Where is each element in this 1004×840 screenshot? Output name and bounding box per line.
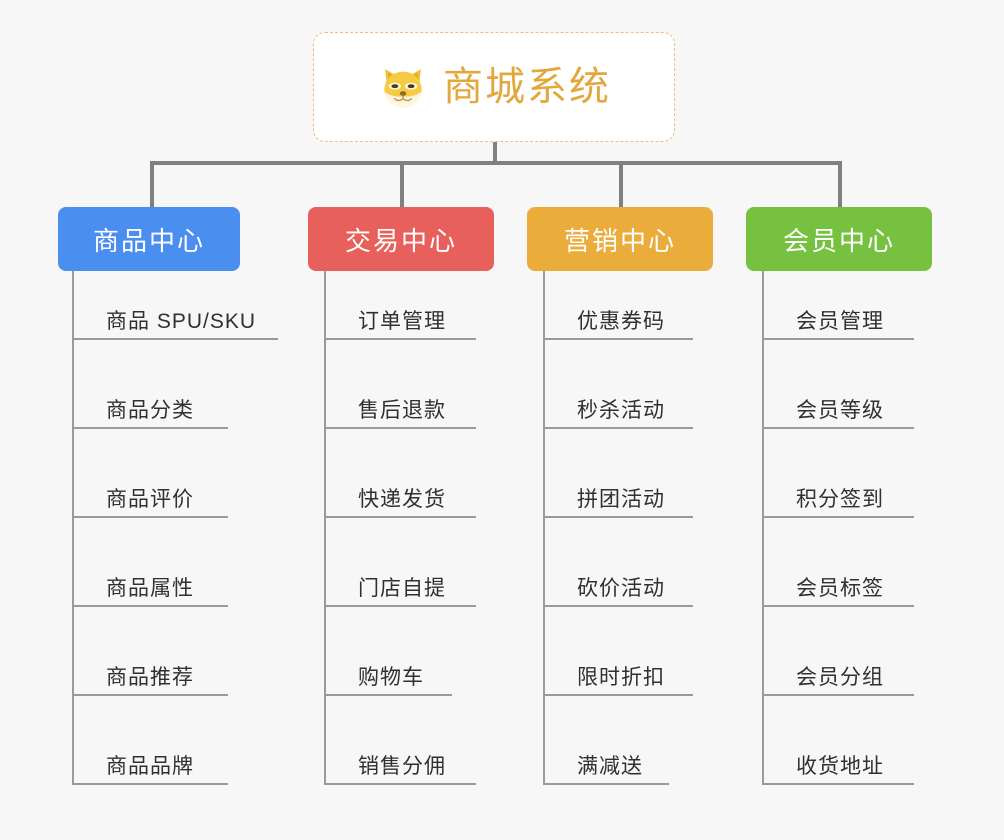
- leaf-trunk-line: [762, 271, 764, 785]
- leaf-item-label: 拼团活动: [577, 488, 665, 511]
- leaf-item-label: 商品推荐: [106, 666, 194, 689]
- leaf-item[interactable]: 商品推荐: [72, 652, 228, 696]
- root-title: 商城系统: [443, 65, 611, 109]
- category-label: 营销中心: [563, 225, 676, 256]
- leaf-item-label: 优惠券码: [577, 310, 665, 333]
- leaf-item[interactable]: 商品分类: [72, 385, 228, 429]
- leaf-item[interactable]: 积分签到: [762, 474, 914, 518]
- leaf-item-label: 秒杀活动: [577, 399, 665, 422]
- category-label: 会员中心: [782, 225, 895, 256]
- leaf-item-label: 会员管理: [796, 310, 884, 333]
- leaf-item-label: 限时折扣: [577, 666, 665, 689]
- category-box-3[interactable]: 营销中心: [527, 207, 713, 271]
- leaf-item[interactable]: 拼团活动: [543, 474, 693, 518]
- leaf-item[interactable]: 砍价活动: [543, 563, 693, 607]
- leaf-item-label: 快递发货: [358, 488, 446, 511]
- connector-horizontal-bus: [150, 161, 840, 165]
- leaf-item[interactable]: 优惠券码: [543, 296, 693, 340]
- leaf-item[interactable]: 秒杀活动: [543, 385, 693, 429]
- leaf-item[interactable]: 会员标签: [762, 563, 914, 607]
- leaf-item-label: 收货地址: [796, 755, 884, 778]
- leaf-item-label: 砍价活动: [577, 577, 665, 600]
- leaf-item-label: 会员标签: [796, 577, 884, 600]
- leaf-item[interactable]: 订单管理: [324, 296, 476, 340]
- leaf-item[interactable]: 快递发货: [324, 474, 476, 518]
- root-node[interactable]: 商城系统: [313, 32, 675, 142]
- leaf-item-label: 商品 SPU/SKU: [106, 310, 257, 333]
- leaf-item-label: 售后退款: [358, 399, 446, 422]
- leaf-item[interactable]: 售后退款: [324, 385, 476, 429]
- leaf-item[interactable]: 商品品牌: [72, 741, 228, 785]
- leaf-item[interactable]: 满减送: [543, 741, 669, 785]
- leaf-item[interactable]: 会员等级: [762, 385, 914, 429]
- connector-root-stem: [493, 142, 497, 164]
- leaf-item-label: 商品分类: [106, 399, 194, 422]
- leaf-trunk-line: [324, 271, 326, 785]
- category-box-1[interactable]: 商品中心: [58, 207, 240, 271]
- leaf-item-label: 商品属性: [106, 577, 194, 600]
- leaf-item-label: 购物车: [358, 666, 424, 689]
- shiba-dog-face-icon: [377, 61, 429, 113]
- connector-drop-4: [838, 161, 842, 207]
- leaf-item-label: 会员分组: [796, 666, 884, 689]
- connector-drop-1: [150, 161, 154, 207]
- leaf-item[interactable]: 收货地址: [762, 741, 914, 785]
- leaf-item[interactable]: 商品评价: [72, 474, 228, 518]
- leaf-item[interactable]: 商品属性: [72, 563, 228, 607]
- leaf-item[interactable]: 商品 SPU/SKU: [72, 296, 278, 340]
- category-label: 交易中心: [344, 225, 457, 256]
- category-box-4[interactable]: 会员中心: [746, 207, 932, 271]
- category-box-2[interactable]: 交易中心: [308, 207, 494, 271]
- leaf-item-label: 会员等级: [796, 399, 884, 422]
- leaf-item[interactable]: 门店自提: [324, 563, 476, 607]
- leaf-item[interactable]: 限时折扣: [543, 652, 693, 696]
- leaf-item-label: 商品品牌: [106, 755, 194, 778]
- leaf-item-label: 订单管理: [358, 310, 446, 333]
- category-label: 商品中心: [92, 225, 205, 256]
- connector-drop-3: [619, 161, 623, 207]
- leaf-item-label: 销售分佣: [358, 755, 446, 778]
- leaf-item-label: 商品评价: [106, 488, 194, 511]
- leaf-item-label: 积分签到: [796, 488, 884, 511]
- leaf-item[interactable]: 购物车: [324, 652, 452, 696]
- leaf-trunk-line: [72, 271, 74, 785]
- leaf-item[interactable]: 会员分组: [762, 652, 914, 696]
- leaf-item[interactable]: 销售分佣: [324, 741, 476, 785]
- leaf-item-label: 门店自提: [358, 577, 446, 600]
- leaf-trunk-line: [543, 271, 545, 785]
- leaf-item[interactable]: 会员管理: [762, 296, 914, 340]
- leaf-item-label: 满减送: [577, 755, 643, 778]
- connector-drop-2: [400, 161, 404, 207]
